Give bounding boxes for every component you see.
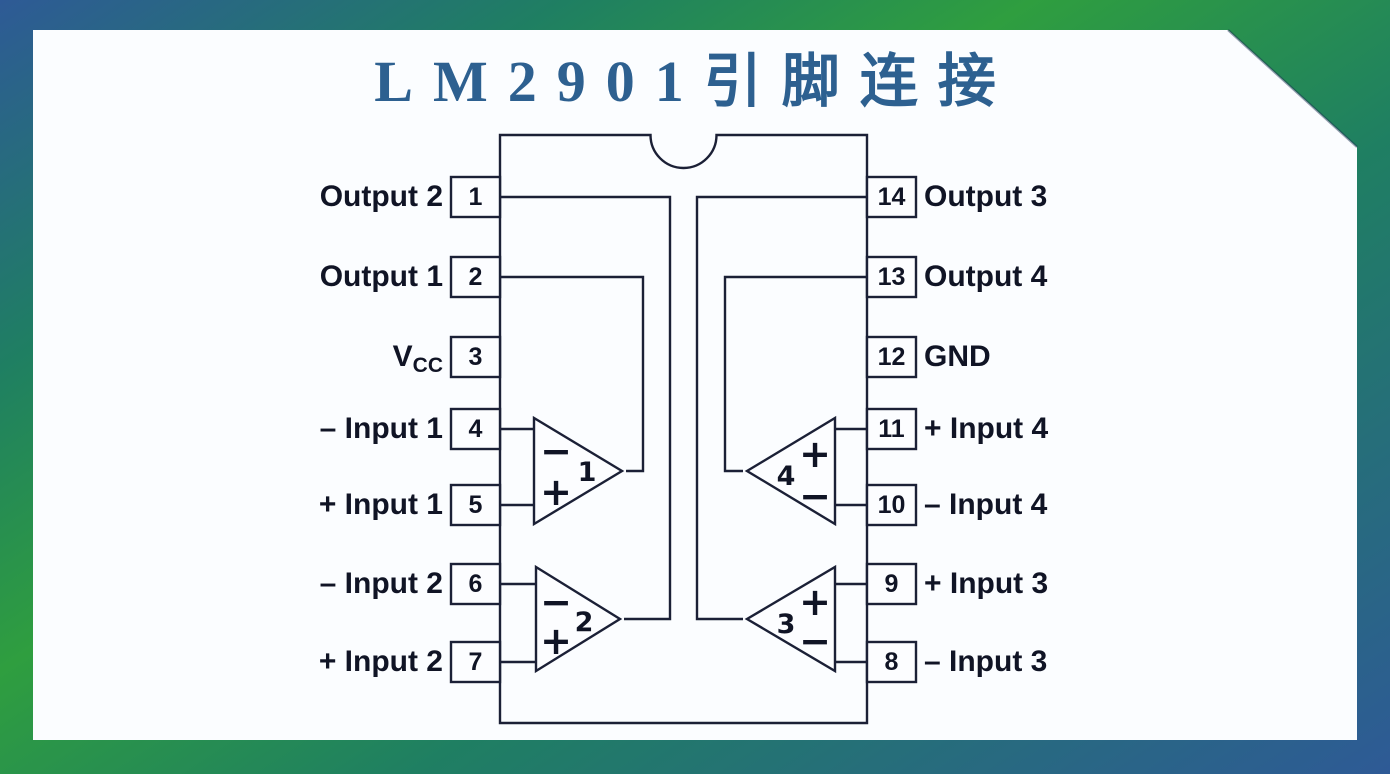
pin-label-neg-input-3: – Input 3 [924, 645, 1048, 678]
pin-number-8: 8 [884, 648, 899, 676]
comparator-2-number: 2 [575, 607, 594, 638]
comparator-3-minus: − [799, 619, 831, 663]
pin-box-2 [449, 255, 502, 299]
pin-box-8 [865, 640, 918, 684]
pin-label-neg-input-1: – Input 1 [319, 412, 443, 445]
comparator-2-plus: + [540, 619, 572, 663]
comparator-2-triangle [534, 564, 623, 674]
wire-output2 [500, 195, 672, 621]
pin-label-vcc: VCC [393, 337, 443, 377]
pin-number-6: 6 [468, 570, 483, 598]
pin-number-4: 4 [468, 415, 483, 443]
pin-label-output-2: Output 2 [319, 180, 443, 213]
pin-label-neg-input-4: – Input 4 [924, 488, 1048, 521]
vcc-main: V [392, 340, 413, 373]
page-title: LM2901引脚连接 [374, 49, 1016, 114]
pin-box-13 [865, 255, 918, 299]
internal-wires [500, 195, 867, 664]
pin-number-5: 5 [468, 491, 483, 519]
comparator-4-number: 4 [777, 461, 796, 492]
vcc-subscript: CC [412, 354, 443, 377]
pin-number-12: 12 [877, 343, 906, 371]
comparator-3-plus: + [799, 580, 831, 624]
pin-label-gnd: GND [924, 340, 991, 373]
pin-label-output-4: Output 4 [924, 260, 1048, 293]
comparator-1-number: 1 [578, 457, 597, 488]
wire-output4 [723, 275, 867, 473]
pin-box-6 [449, 562, 502, 606]
pin-number-7: 7 [468, 648, 483, 676]
pin-box-4 [449, 407, 502, 451]
ic-body-outline [498, 133, 869, 725]
pin-number-10: 10 [877, 491, 906, 519]
pin-label-output-3: Output 3 [924, 180, 1048, 213]
pin-label-pos-input-4: + Input 4 [924, 412, 1049, 445]
pin-box-12 [865, 335, 918, 379]
comparator-2-minus: − [540, 580, 572, 624]
comparator-1-triangle [532, 415, 625, 527]
pin-box-9 [865, 562, 918, 606]
pin-number-2: 2 [468, 263, 483, 291]
comparator-1-minus: − [540, 429, 572, 473]
comparator-4-minus: − [799, 474, 831, 518]
pin-box-1 [449, 175, 502, 219]
comparator-texts: − + 1 − + 2 + − 3 + − 4 [540, 429, 831, 663]
pin-number-14: 14 [877, 183, 906, 211]
pin-number-1: 1 [468, 183, 483, 211]
corner-cut-edge [1227, 29, 1358, 148]
pin-box-3 [449, 335, 502, 379]
comparator-1-plus: + [540, 470, 572, 514]
pin-number-3: 3 [468, 343, 483, 371]
pin-box-7 [449, 640, 502, 684]
pin-number-11: 11 [878, 415, 905, 443]
pin-box-10 [865, 483, 918, 527]
comparator-4-plus: + [799, 432, 831, 476]
pin-label-pos-input-1: + Input 1 [318, 488, 443, 521]
content-area [33, 30, 1357, 740]
wire-output1 [500, 275, 645, 473]
pin-label-pos-input-2: + Input 2 [318, 645, 443, 678]
pin-number-9: 9 [884, 570, 899, 598]
pin-label-pos-input-3: + Input 3 [924, 567, 1049, 600]
comparator-3-triangle [744, 564, 837, 674]
pin-boxes [449, 175, 918, 684]
pin-label-neg-input-2: – Input 2 [319, 567, 443, 600]
pin-box-14 [865, 175, 918, 219]
comparators [532, 415, 837, 674]
pin-box-5 [449, 483, 502, 527]
pin-label-output-1: Output 1 [319, 260, 443, 293]
wire-output3 [695, 195, 867, 621]
comparator-3-number: 3 [777, 609, 796, 640]
pin-box-11 [865, 407, 918, 451]
pin-number-13: 13 [877, 263, 906, 291]
comparator-4-triangle [744, 415, 837, 527]
